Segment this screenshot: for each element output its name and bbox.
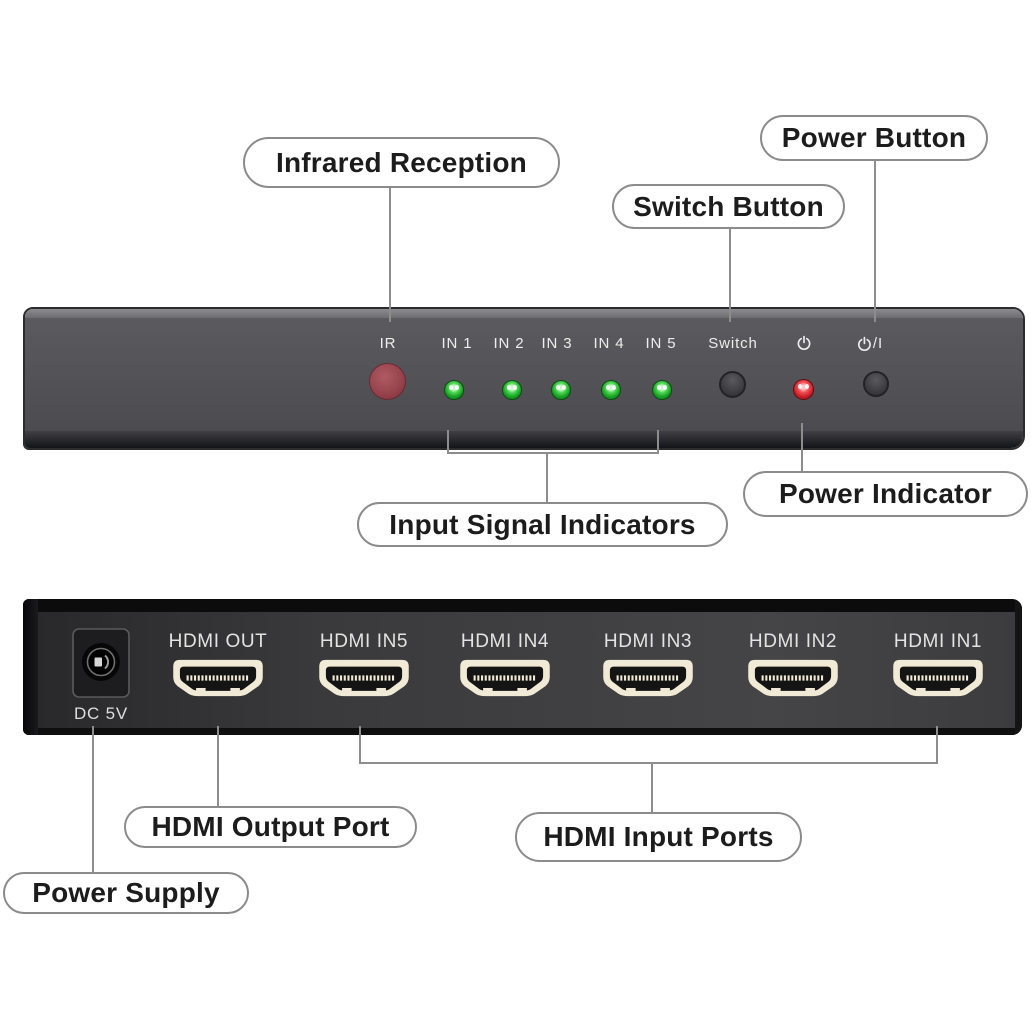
front-panel-face [25, 318, 1023, 431]
callout-label: Input Signal Indicators [389, 508, 696, 540]
hdmi-out-port [173, 659, 263, 697]
line-switch-button [729, 229, 731, 322]
hdmi-in3-port [603, 659, 693, 697]
power-indicator-symbol [797, 335, 812, 351]
line-power-button [874, 161, 876, 322]
callout-label: Switch Button [633, 190, 824, 222]
callout-infrared-reception: Infrared Reception [243, 137, 560, 188]
switch-button [719, 371, 746, 398]
port-label-hdmi-in4: HDMI IN4 [460, 631, 550, 652]
rear-panel-right-edge [1015, 599, 1022, 735]
input-label-3: IN 3 [541, 335, 573, 352]
input-label-2: IN 2 [493, 335, 525, 352]
port-label-hdmi-out: HDMI OUT [168, 631, 268, 652]
port-label-hdmi-in2: HDMI IN2 [748, 631, 838, 652]
hdmi-in1-port [893, 659, 983, 697]
dc-power-label: DC 5V [73, 704, 129, 723]
input-led-2 [502, 380, 522, 400]
rear-panel-top-bevel [23, 599, 1022, 612]
ir-label: IR [379, 335, 397, 352]
rear-panel-bottom-bevel [23, 728, 1022, 735]
bracket-inputs-left [447, 430, 449, 454]
power-button [863, 371, 889, 397]
power-button-symbol: /I [857, 335, 883, 352]
callout-switch-button: Switch Button [612, 184, 845, 229]
port-label-hdmi-in3: HDMI IN3 [603, 631, 693, 652]
input-led-3 [551, 380, 571, 400]
bracket-inputs-stem [546, 454, 548, 502]
switch-label: Switch [708, 335, 758, 352]
callout-label: Infrared Reception [276, 146, 527, 178]
bracket-inputs-right [657, 430, 659, 454]
bracket-hdmi-left [359, 726, 361, 764]
callout-label: Power Indicator [778, 478, 993, 509]
callout-power-supply: Power Supply [3, 872, 249, 914]
rear-panel: DC 5V HDMI OUT HDMI IN5 HDMI IN4 HDMI IN… [23, 599, 1022, 735]
callout-label: HDMI Output Port [151, 811, 390, 842]
line-infrared-reception [389, 188, 391, 322]
power-indicator-led [793, 379, 814, 400]
power-button-suffix: /I [872, 335, 884, 352]
callout-power-button: Power Button [760, 115, 988, 161]
input-label-5: IN 5 [645, 335, 677, 352]
callout-power-indicator: Power Indicator [743, 471, 1028, 517]
ir-receiver [369, 363, 406, 400]
input-led-1 [444, 380, 464, 400]
callout-label: Power Supply [32, 877, 220, 908]
front-panel: IR IN 1 IN 2 IN 3 IN 4 IN 5 Switch /I [23, 307, 1025, 450]
front-panel-bottom-bevel [25, 431, 1023, 448]
input-led-5 [652, 380, 672, 400]
power-icon [797, 335, 811, 350]
front-panel-top-bevel [25, 309, 1023, 318]
line-power-indicator [801, 423, 803, 471]
input-label-4: IN 4 [593, 335, 625, 352]
bracket-hdmi-right [936, 726, 938, 764]
dc-power-jack [72, 628, 130, 698]
callout-label: Power Button [781, 122, 967, 153]
hdmi-in4-port [460, 659, 550, 697]
line-power-supply [92, 726, 94, 872]
bracket-inputs-horizontal [447, 452, 659, 454]
callout-hdmi-output-port: HDMI Output Port [124, 806, 417, 848]
hdmi-in2-port [748, 659, 838, 697]
callout-input-signal-indicators: Input Signal Indicators [357, 502, 728, 547]
bracket-hdmi-horizontal [359, 762, 938, 764]
rear-panel-left-edge [23, 599, 38, 735]
line-hdmi-output [217, 726, 219, 807]
callout-hdmi-input-ports: HDMI Input Ports [515, 812, 802, 862]
input-led-4 [601, 380, 621, 400]
callout-label: HDMI Input Ports [543, 821, 774, 852]
power-icon [857, 336, 871, 351]
bracket-hdmi-stem [651, 764, 653, 812]
input-label-1: IN 1 [441, 335, 473, 352]
hdmi-in5-port [319, 659, 409, 697]
port-label-hdmi-in1: HDMI IN1 [893, 631, 983, 652]
port-label-hdmi-in5: HDMI IN5 [319, 631, 409, 652]
